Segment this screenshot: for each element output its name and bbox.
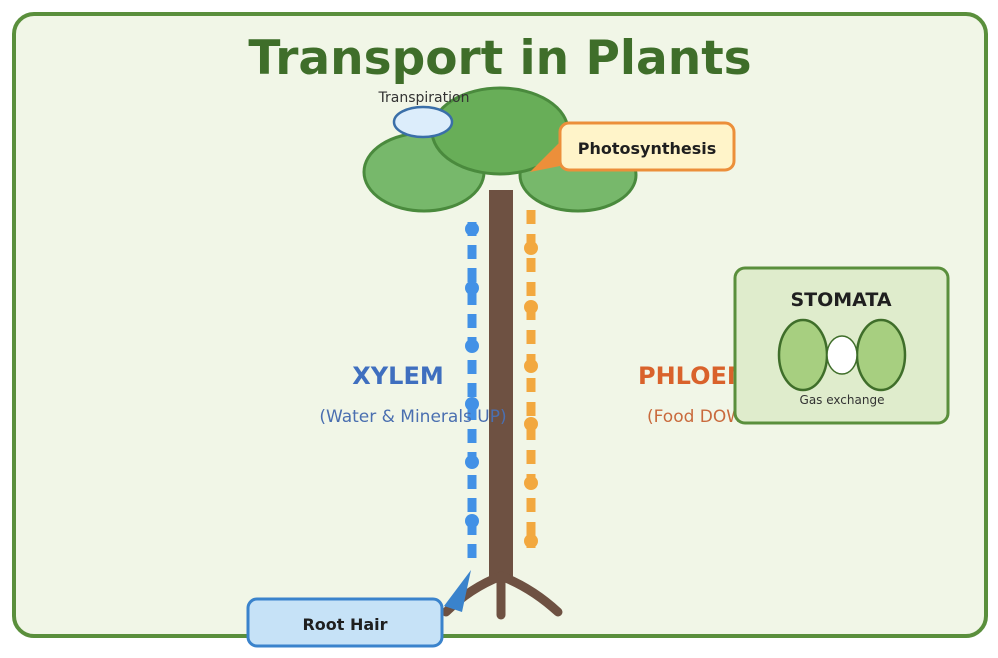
transpiration-label: Transpiration [378,90,470,106]
transpiration-droplet-icon [392,105,454,139]
phloem-dots [524,241,538,548]
guard-cell-right [855,318,907,392]
guard-cell-left [777,318,829,392]
stomata-panel: STOMATA Gas exchange [733,266,950,425]
diagram-title: Transport in Plants [248,31,751,86]
stoma-pore [826,335,858,375]
photosynthesis-callout: Photosynthesis [530,121,736,172]
xylem-dots [465,222,479,528]
xylem-description: (Water & Minerals UP) [319,407,506,427]
root-hair-label: Root Hair [302,615,387,634]
xylem-label: XYLEM [352,362,443,390]
photosynthesis-label: Photosynthesis [578,139,717,158]
phloem-label: PHLOEM [638,362,751,390]
root-hair-pointer [444,570,471,612]
tree-trunk [489,190,513,580]
gas-exchange-label: Gas exchange [800,393,885,407]
root-hair-callout: Root Hair [246,570,471,648]
stomata-title: STOMATA [790,289,891,311]
